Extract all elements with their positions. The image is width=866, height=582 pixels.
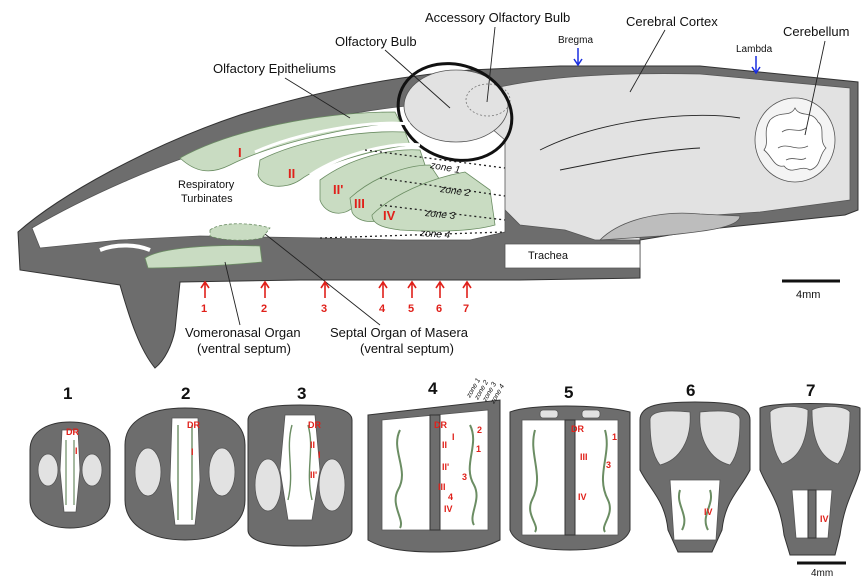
section-4-label-3: 3 — [462, 472, 467, 482]
section-3-label-DR: DR — [308, 420, 321, 430]
section-5-label-DR: DR — [571, 424, 584, 434]
label-turbinates: Turbinates — [181, 193, 233, 205]
section-arrow-5: 5 — [408, 282, 416, 315]
label-septal-sub: (ventral septum) — [360, 341, 454, 356]
label-bregma: Bregma — [558, 35, 593, 46]
section-4-label-1: 1 — [476, 444, 481, 454]
cerebellum-shape — [755, 98, 835, 182]
coronal-section-6: 6 IV — [640, 381, 750, 552]
section-number-7: 7 — [806, 381, 815, 400]
trachea-tube — [505, 244, 640, 268]
section-3-label-II-prime: II' — [310, 470, 317, 480]
svg-text:6: 6 — [436, 303, 442, 315]
svg-text:5: 5 — [408, 303, 414, 315]
section-3-label-I: I — [318, 450, 321, 460]
section-7-label-IV: IV — [820, 514, 829, 524]
label-septal-organ: Septal Organ of Masera — [330, 325, 469, 340]
svg-text:4: 4 — [379, 303, 386, 315]
septal-organ-shape — [210, 224, 270, 240]
turbinate-label-IV: IV — [383, 208, 396, 223]
label-accessory-olfactory-bulb: Accessory Olfactory Bulb — [425, 10, 570, 25]
label-olfactory-bulb: Olfactory Bulb — [335, 34, 417, 49]
sagittal-view — [18, 48, 858, 368]
turbinate-label-I: I — [238, 145, 242, 160]
section-4-label-I: I — [452, 432, 455, 442]
svg-text:7: 7 — [463, 303, 469, 315]
turbinate-label-II-prime: II' — [333, 182, 343, 197]
section-5-label-IV: IV — [578, 492, 587, 502]
section-5-label-1: 1 — [612, 432, 617, 442]
section-4-label-II-prime: II' — [442, 462, 449, 472]
section-4-label-II: II — [442, 440, 447, 450]
coronal-section-3: 3 DR II I II' — [248, 384, 352, 546]
label-cerebral-cortex: Cerebral Cortex — [626, 14, 718, 29]
coronal-section-4: 4 DR I 2 II 1 II' 3 III 4 IV zone 1 zone… — [368, 377, 506, 552]
section-arrow-1: 1 — [201, 282, 209, 315]
section-number-1: 1 — [63, 384, 72, 403]
section-arrow-7: 7 — [463, 282, 471, 315]
label-cerebellum: Cerebellum — [783, 24, 849, 39]
section-arrows: 1 2 3 4 5 6 7 — [201, 282, 471, 315]
section-number-4: 4 — [428, 379, 438, 398]
coronal-section-7: 7 IV — [760, 381, 860, 555]
label-trachea: Trachea — [528, 250, 569, 262]
lambda-arrow — [752, 56, 760, 73]
zone-label-4: zone 4 — [419, 228, 451, 241]
turbinate-label-III: III — [354, 196, 365, 211]
coronal-section-1: 1 DR I — [30, 384, 110, 528]
section-2-label-I: I — [191, 447, 194, 457]
section-2-label-DR: DR — [187, 420, 200, 430]
section-4-label-DR: DR — [434, 420, 447, 430]
coronal-section-2: 2 DR I — [125, 384, 245, 540]
label-olfactory-epitheliums: Olfactory Epitheliums — [213, 61, 336, 76]
svg-text:2: 2 — [261, 303, 267, 315]
section-1-label-I: I — [75, 446, 78, 456]
label-vomeronasal: Vomeronasal Organ — [185, 325, 301, 340]
scale-bar-bottom-label: 4mm — [811, 568, 833, 577]
section-5-label-3: 3 — [606, 460, 611, 470]
section-arrow-6: 6 — [436, 282, 444, 315]
coronal-section-5: 5 DR 1 III 3 IV — [510, 383, 630, 550]
svg-text:1: 1 — [201, 303, 207, 315]
section-4-label-III: III — [438, 482, 446, 492]
label-vomeronasal-sub: (ventral septum) — [197, 341, 291, 356]
label-respiratory: Respiratory — [178, 179, 235, 191]
svg-text:3: 3 — [321, 303, 327, 315]
section-arrow-2: 2 — [261, 282, 269, 315]
turbinate-label-II: II — [288, 166, 295, 181]
section-arrow-4: 4 — [379, 282, 387, 315]
section-3-label-II: II — [310, 440, 315, 450]
section-5-label-III: III — [580, 452, 588, 462]
section-number-3: 3 — [297, 384, 306, 403]
label-lambda: Lambda — [736, 44, 773, 55]
section-1-label-DR: DR — [66, 427, 79, 437]
scale-bar-top-label: 4mm — [796, 289, 820, 301]
section-4-label-2: 2 — [477, 425, 482, 435]
section-4-label-4: 4 — [448, 492, 453, 502]
section-number-6: 6 — [686, 381, 695, 400]
section-6-label-IV: IV — [704, 507, 713, 517]
section-4-label-IV: IV — [444, 504, 453, 514]
section-number-5: 5 — [564, 383, 573, 402]
section-number-2: 2 — [181, 384, 190, 403]
section-arrow-3: 3 — [321, 282, 329, 315]
bregma-arrow — [574, 48, 582, 65]
